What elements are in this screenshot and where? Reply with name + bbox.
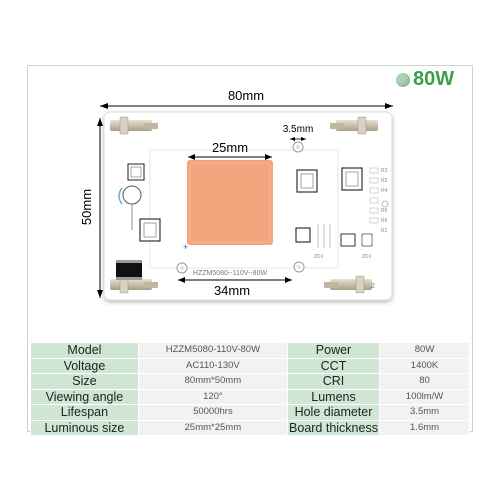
spec-label: CRI: [286, 373, 381, 390]
hole-dimension: 3.5mm: [283, 124, 314, 141]
spec-value: 25mm*25mm: [137, 419, 288, 436]
bullet-dot-icon: [396, 72, 410, 87]
hole-dimension-label: 3.5mm: [283, 124, 314, 135]
zd-label: ZD1: [362, 254, 372, 260]
power-badge: 80W: [396, 68, 454, 91]
resistor-label: R2: [381, 178, 388, 184]
bridge-rectifier-chip: [116, 263, 142, 277]
height-dimension: 50mm: [79, 118, 103, 298]
spec-value: 1400K: [379, 357, 470, 374]
width-dimension-label: 80mm: [228, 88, 264, 103]
led-chip-luminous-area: [187, 160, 273, 245]
right-components: [295, 167, 389, 248]
resistor-label: R1: [381, 228, 388, 234]
spec-table: Model HZZM5080-110V-80W Power 80W Voltag…: [30, 342, 470, 436]
table-row: Viewing angle 120° Lumens 100lm/W: [30, 388, 470, 405]
spec-label: Hole diameter: [286, 404, 381, 421]
spec-value: 80: [379, 373, 470, 390]
spec-value: HZZM5080-110V-80W: [137, 342, 288, 359]
spec-label: Lumens: [286, 388, 381, 405]
power-badge-label: 80W: [413, 68, 455, 90]
spec-value: 1.6mm: [379, 419, 470, 436]
chip-bottom-dimension: 34mm: [178, 277, 292, 298]
chip-top-dimension: 25mm: [188, 140, 272, 160]
resistor-label: R5: [381, 208, 388, 214]
resistor-label: R6: [381, 218, 388, 224]
spec-label: Power: [286, 342, 381, 359]
chip-top-dimension-label: 25mm: [212, 140, 248, 155]
corner-label: 2: [371, 283, 375, 290]
spec-label: Voltage: [30, 357, 139, 374]
spec-value: 80mm*50mm: [137, 373, 288, 390]
plus-sign: +: [183, 242, 188, 252]
table-row: Lifespan 50000hrs Hole diameter 3.5mm: [30, 404, 470, 421]
spec-value: 100lm/W: [379, 388, 470, 405]
spec-label: Size: [30, 373, 139, 390]
spec-label: Viewing angle: [30, 388, 139, 405]
width-dimension: 80mm: [100, 88, 393, 109]
spec-value: 120°: [137, 388, 288, 405]
spec-value: 80W: [379, 342, 470, 359]
spec-value: AC110-130V: [137, 357, 288, 374]
spec-label: CCT: [286, 357, 381, 374]
table-row: Model HZZM5080-110V-80W Power 80W: [30, 342, 470, 359]
resistor-label: R4: [381, 188, 388, 194]
spec-label: Lifespan: [30, 404, 139, 421]
left-components: [116, 163, 161, 280]
spec-label: Luminous size: [30, 419, 139, 436]
table-row: Size 80mm*50mm CRI 80: [30, 373, 470, 390]
mounting-holes: [176, 141, 305, 274]
height-dimension-label: 50mm: [79, 189, 94, 225]
chip-bottom-dimension-label: 34mm: [214, 283, 250, 298]
board-model-print: HZZM5080--110V--80W: [193, 270, 268, 277]
spec-label: Board thickness: [286, 419, 381, 436]
spec-value: 3.5mm: [379, 404, 470, 421]
solder-pads: [110, 116, 378, 294]
spec-label: Model: [30, 342, 139, 359]
spec-value: 50000hrs: [137, 404, 288, 421]
table-row: Luminous size 25mm*25mm Board thickness …: [30, 419, 470, 436]
resistor-label: R3: [381, 168, 388, 174]
zd-label: ZD1: [314, 254, 324, 260]
table-row: Voltage AC110-130V CCT 1400K: [30, 357, 470, 374]
